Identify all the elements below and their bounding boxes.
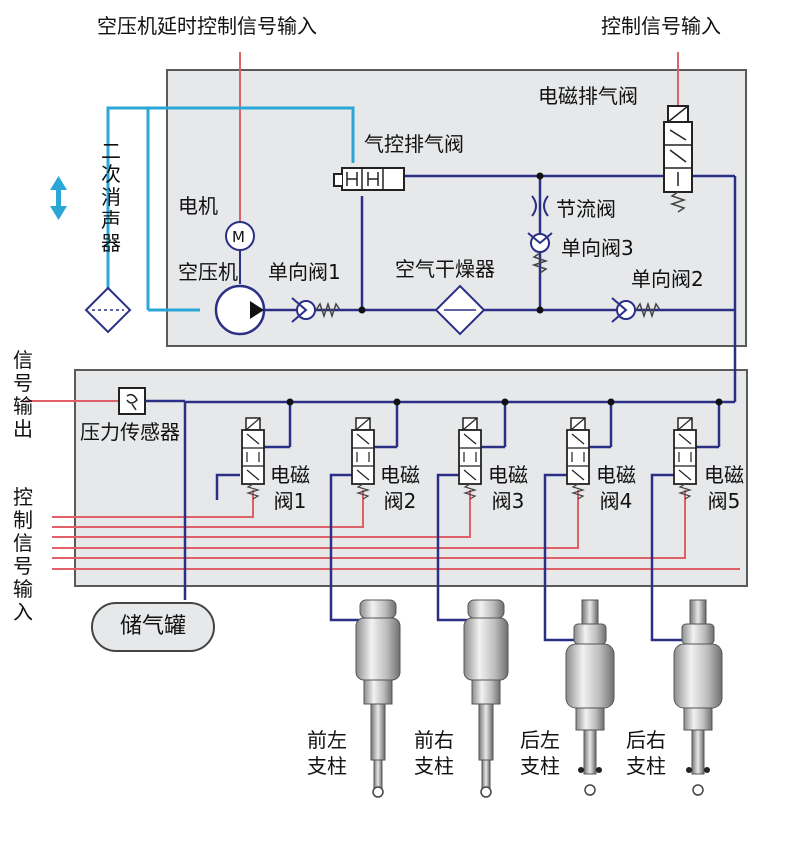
solenoid-exhaust-valve-label: 电磁排气阀 — [538, 84, 638, 108]
strut-rear-right-label: 后右支柱 — [626, 728, 666, 778]
compressor-delay-signal-label: 空压机延时控制信号输入 — [97, 14, 317, 38]
strut-front-right-label: 前右支柱 — [414, 728, 454, 778]
check-valve-3-icon — [527, 232, 553, 274]
struts — [355, 599, 723, 798]
strut-rear-left-label: 后左支柱 — [520, 728, 560, 778]
compressor-label: 空压机 — [178, 260, 238, 284]
solenoid-valve-5-label: 电磁阀5 — [704, 463, 744, 513]
solenoid-valve-4-icon — [566, 417, 590, 500]
air-tank-icon — [91, 602, 215, 652]
check-valve-2-icon — [611, 297, 661, 323]
pneumatic-exhaust-valve-icon — [333, 167, 405, 191]
solenoid-valve-3-icon — [458, 417, 482, 500]
junction-dots — [286, 172, 723, 406]
motor-symbol: M — [232, 228, 245, 246]
solenoid-valve-1-icon — [241, 417, 265, 500]
strut-3-icon — [565, 599, 615, 796]
pressure-sensor-icon — [118, 387, 185, 415]
pneumatic-exhaust-valve-label: 气控排气阀 — [364, 132, 464, 156]
solenoid-valve-2-label: 电磁阀2 — [380, 463, 420, 513]
air-dryer-icon — [434, 284, 486, 336]
secondary-muffler-label: 二次消声器 — [101, 139, 121, 255]
solenoid-valve-3-label: 电磁阀3 — [488, 463, 528, 513]
signal-output-label: 信号输出 — [13, 348, 33, 441]
check-valve-3-label: 单向阀3 — [561, 236, 634, 260]
throttle-valve-label: 节流阀 — [556, 197, 616, 221]
lower-panel — [74, 369, 748, 587]
control-signal-input-top-label: 控制信号输入 — [601, 14, 721, 38]
motor-label: 电机 — [178, 194, 218, 218]
compressor-icon — [214, 284, 266, 336]
control-signal-input-left-label: 控制信号输入 — [13, 485, 33, 624]
strut-2-icon — [463, 599, 509, 798]
pressure-sensor-label: 压力传感器 — [80, 420, 180, 444]
check-valve-1-label: 单向阀1 — [268, 260, 341, 284]
motor-icon — [225, 221, 255, 284]
check-valve-1-icon — [291, 297, 341, 323]
muffler-icon — [84, 286, 132, 334]
air-tank-label: 储气罐 — [120, 614, 187, 639]
solenoid-valve-5-icon — [673, 417, 697, 500]
air-dryer-label: 空气干燥器 — [395, 257, 495, 281]
solenoid-valves — [241, 417, 697, 500]
strut-4-icon — [673, 599, 723, 796]
check-valve-2-label: 单向阀2 — [631, 267, 704, 291]
strut-1-icon — [355, 599, 401, 798]
exhaust-lines — [106, 106, 355, 312]
solenoid-valve-1-label: 电磁阀1 — [270, 463, 310, 513]
solenoid-valve-4-label: 电磁阀4 — [596, 463, 636, 513]
throttle-valve-icon — [531, 195, 549, 217]
strut-front-left-label: 前左支柱 — [307, 728, 347, 778]
solenoid-exhaust-valve-icon — [663, 105, 693, 213]
updown-arrow-icon — [50, 176, 67, 220]
solenoid-valve-2-icon — [351, 417, 375, 500]
